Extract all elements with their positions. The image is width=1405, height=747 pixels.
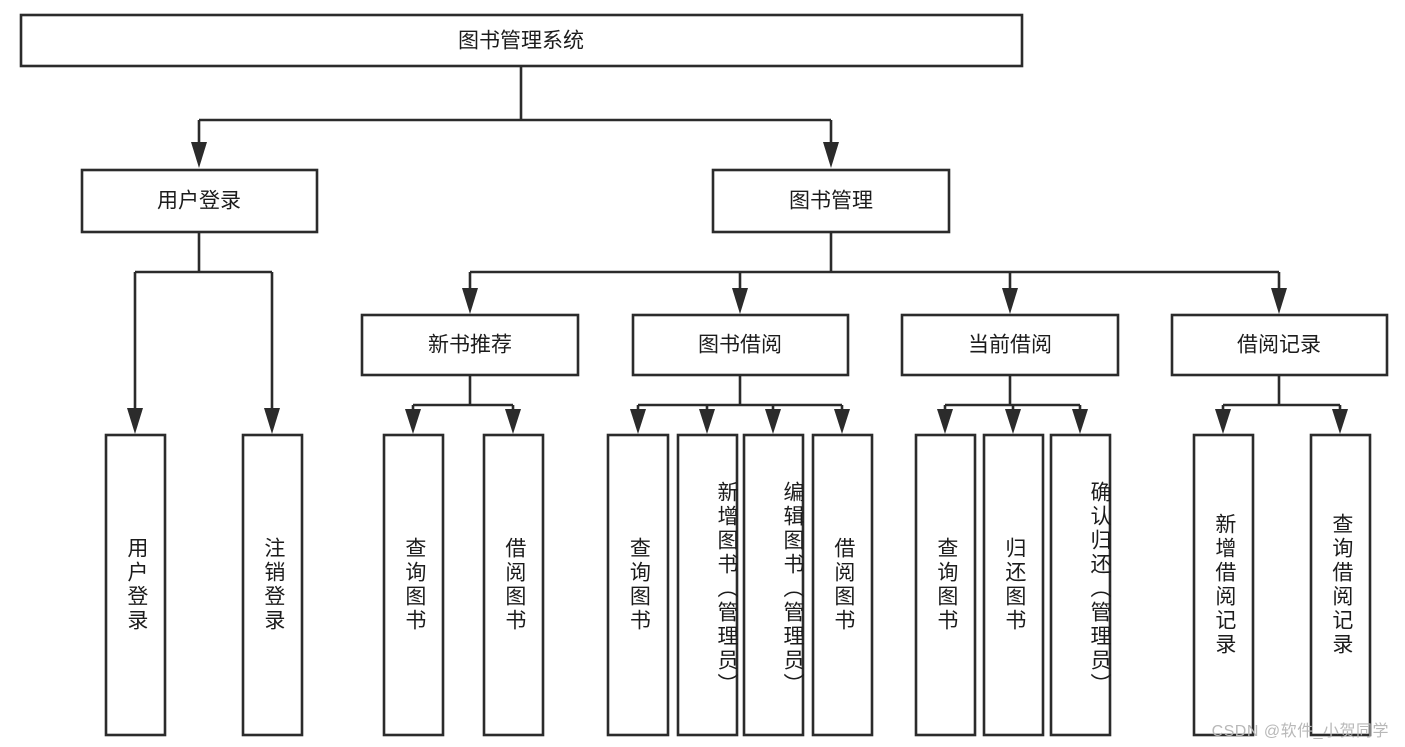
leaf-box-logout[interactable]: [241, 433, 304, 737]
arrow-head-book-borrow: [732, 288, 748, 314]
arrow-head-current-borrow: [1002, 288, 1018, 314]
arrow-head-bookborrow-leaf-4: [834, 409, 850, 434]
arrow-head-leaf-user-login: [127, 408, 143, 434]
node-current-borrow[interactable]: 当前借阅: [900, 313, 1120, 377]
arrow-head-borrowrecord-leaf-1: [1215, 409, 1231, 434]
leaf-box-currentborrow-query-book[interactable]: [914, 433, 977, 737]
node-borrow-record-box[interactable]: [1170, 313, 1389, 377]
arrow-head-currentborrow-leaf-3: [1072, 409, 1088, 434]
node-root-label: 图书管理系统: [458, 30, 584, 53]
arrow-head-userlogin: [191, 142, 207, 168]
leaf-box-record-query[interactable]: [1309, 433, 1372, 737]
arrow-head-borrow-record: [1271, 288, 1287, 314]
node-book-borrow-label: 图书借阅: [698, 334, 782, 357]
leaf-box-bookborrow-borrow-book[interactable]: [811, 433, 874, 737]
connector-group: [127, 66, 1348, 434]
arrow-head-bookborrow-leaf-1: [630, 409, 646, 434]
arrow-head-newbook-leaf-2: [505, 409, 521, 434]
node-new-book-recommend[interactable]: 新书推荐: [360, 313, 580, 377]
node-user-login-label: 用户登录: [157, 190, 241, 213]
node-book-management-box[interactable]: [711, 168, 951, 234]
leaf-box-currentborrow-return-book[interactable]: [982, 433, 1045, 737]
node-book-management[interactable]: 图书管理: [711, 168, 951, 234]
node-root-box[interactable]: [19, 13, 1024, 68]
arrow-head-borrowrecord-leaf-2: [1332, 409, 1348, 434]
node-new-book-recommend-box[interactable]: [360, 313, 580, 377]
node-book-management-label: 图书管理: [789, 190, 873, 213]
node-borrow-record-label: 借阅记录: [1237, 334, 1321, 357]
leaf-box-currentborrow-confirm-return[interactable]: [1049, 433, 1112, 737]
leaf-box-user-login[interactable]: [104, 433, 167, 737]
node-user-login[interactable]: 用户登录: [80, 168, 319, 234]
arrow-head-bookmgmt: [823, 142, 839, 168]
arrow-head-currentborrow-leaf-1: [937, 409, 953, 434]
node-current-borrow-label: 当前借阅: [968, 334, 1052, 357]
watermark-label: CSDN @软件_小贺同学: [1211, 723, 1389, 740]
node-book-borrow[interactable]: 图书借阅: [631, 313, 850, 377]
arrow-head-currentborrow-leaf-2: [1005, 409, 1021, 434]
leaf-box-bookborrow-edit-book[interactable]: [742, 433, 805, 737]
arrow-head-bookborrow-leaf-2: [699, 409, 715, 434]
leaf-box-newbook-query-book[interactable]: [382, 433, 445, 737]
node-user-login-box[interactable]: [80, 168, 319, 234]
leaf-box-bookborrow-add-book[interactable]: [676, 433, 739, 737]
leaf-box-record-add[interactable]: [1192, 433, 1255, 737]
leaf-box-bookborrow-query-book[interactable]: [606, 433, 670, 737]
node-current-borrow-box[interactable]: [900, 313, 1120, 377]
arrow-head-newbook-leaf-1: [405, 409, 421, 434]
leaf-box-group: [104, 433, 1372, 737]
arrow-head-bookborrow-leaf-3: [765, 409, 781, 434]
node-borrow-record[interactable]: 借阅记录: [1170, 313, 1389, 377]
node-root[interactable]: 图书管理系统: [19, 13, 1024, 68]
arrow-head-leaf-logout: [264, 408, 280, 434]
node-book-borrow-box[interactable]: [631, 313, 850, 377]
leaf-box-newbook-borrow-book[interactable]: [482, 433, 545, 737]
node-new-book-recommend-label: 新书推荐: [428, 334, 512, 357]
arrow-head-new-book: [462, 288, 478, 314]
